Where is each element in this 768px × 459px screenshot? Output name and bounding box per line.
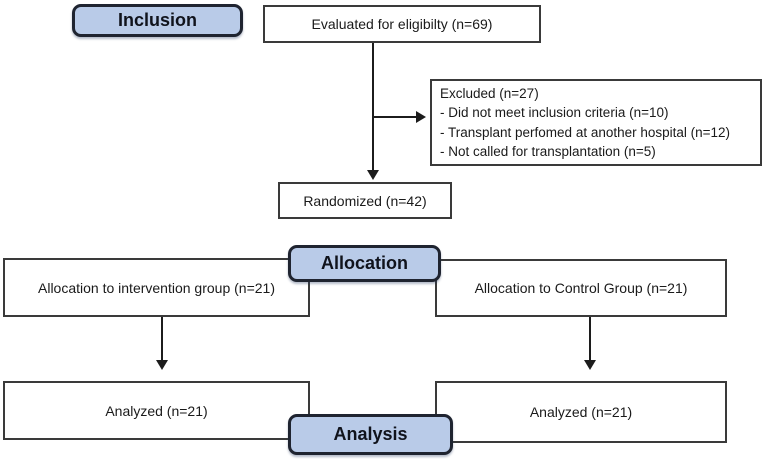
- analyzed-control-box: Analyzed (n=21): [435, 381, 727, 443]
- evaluated-for-eligibility-box: Evaluated for eligibilty (n=69): [263, 5, 541, 43]
- arrowhead-down-analyzed-right: [584, 360, 596, 370]
- excluded-title: Excluded (n=27): [440, 86, 539, 102]
- arrowhead-right-excluded: [416, 111, 426, 123]
- excluded-reason-1: - Did not meet inclusion criteria (n=10): [440, 105, 669, 121]
- stage-label-inclusion: Inclusion: [72, 4, 243, 37]
- excluded-box: Excluded (n=27) - Did not meet inclusion…: [430, 79, 762, 166]
- stage-label-analysis: Analysis: [288, 414, 453, 455]
- arrowhead-down-randomized: [367, 170, 379, 180]
- excluded-reason-3: - Not called for transplantation (n=5): [440, 143, 656, 159]
- analyzed-intervention-box: Analyzed (n=21): [3, 381, 310, 440]
- allocation-intervention-box: Allocation to intervention group (n=21): [3, 258, 310, 317]
- allocation-control-box: Allocation to Control Group (n=21): [435, 259, 727, 317]
- connector-to-excluded: [373, 116, 417, 118]
- arrowhead-down-analyzed-left: [156, 360, 168, 370]
- connector-intervention-to-analyzed: [161, 317, 163, 362]
- excluded-reason-2: - Transplant perfomed at another hospita…: [440, 124, 731, 140]
- randomized-box: Randomized (n=42): [278, 182, 452, 219]
- connector-evaluated-to-randomized: [372, 43, 374, 173]
- connector-control-to-analyzed: [589, 317, 591, 362]
- stage-label-allocation: Allocation: [288, 245, 441, 282]
